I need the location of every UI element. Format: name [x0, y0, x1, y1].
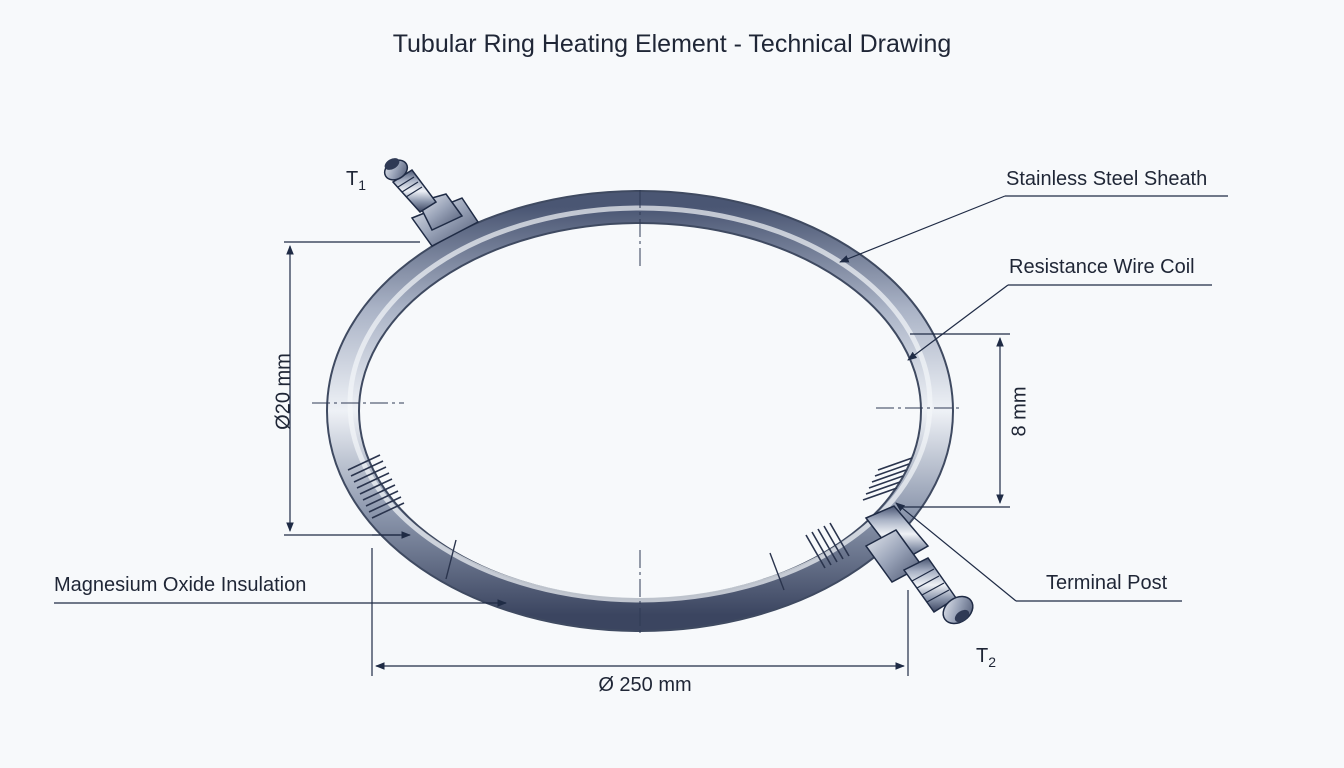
- diagram-title: Tubular Ring Heating Element - Technical…: [392, 30, 952, 58]
- dimension-label-ring-diameter: Ø 250 mm: [598, 674, 692, 696]
- leader-coil: [907, 284, 1212, 361]
- coil-threads-left: [347, 454, 405, 519]
- terminal-t1: [383, 158, 480, 247]
- label-stainless-steel-sheath: Stainless Steel Sheath: [1006, 168, 1208, 190]
- section-seams: [445, 539, 785, 591]
- label-terminal-t1: T1: [346, 168, 367, 193]
- label-terminal-post: Terminal Post: [1046, 572, 1168, 594]
- terminal-t2: [864, 505, 974, 625]
- coil-threads-right: [862, 457, 913, 501]
- dimension-coil-pitch: [900, 333, 1010, 508]
- dimension-label-coil-pitch: 8 mm: [1008, 386, 1031, 437]
- label-terminal-t2: T2: [976, 645, 997, 670]
- coil-threads-lower-right: [805, 522, 850, 569]
- dimension-label-tube-diameter: Ø20 mm: [272, 353, 295, 430]
- center-lines: [312, 190, 962, 634]
- leader-sheath: [839, 195, 1228, 263]
- label-magnesium-oxide-insulation: Magnesium Oxide Insulation: [54, 574, 307, 596]
- leader-terminal-post: [895, 502, 1182, 602]
- label-resistance-wire-coil: Resistance Wire Coil: [1009, 256, 1195, 278]
- dimension-ring-diameter: [371, 548, 909, 676]
